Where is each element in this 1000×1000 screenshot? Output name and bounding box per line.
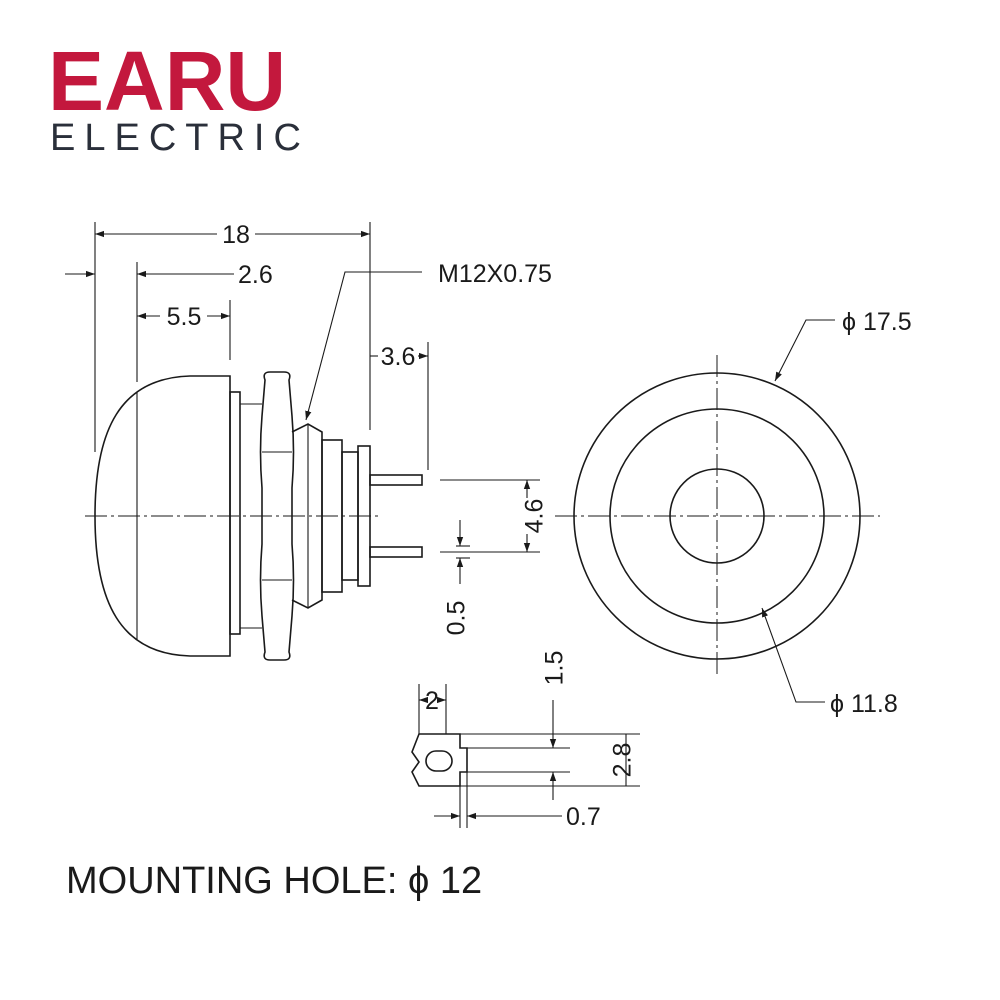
dim-inner-diameter: ϕ 11.8 [830, 690, 898, 718]
terminal-pin-lower [369, 546, 423, 558]
brand-tagline: ELECTRIC [50, 117, 310, 159]
brand-name: EARU [48, 34, 286, 128]
side-view [85, 371, 423, 661]
terminal-hole [425, 750, 453, 772]
brand-logo: EARU ELECTRIC [48, 34, 310, 159]
dim-tab-gap: 0.7 [566, 803, 601, 831]
terminal-detail [411, 684, 640, 828]
dim-hole-height: 1.5 [541, 651, 569, 686]
dim-tab-height: 2.8 [609, 743, 637, 778]
dim-terminal-spacing: 4.6 [521, 499, 549, 534]
dim-cap-offset: 2.6 [238, 261, 273, 289]
front-view [555, 355, 880, 678]
dim-tab-width: 2 [425, 687, 439, 715]
extension-lines [94, 222, 540, 553]
dim-cap-depth: 5.5 [167, 303, 202, 331]
dim-terminal-length: 3.6 [381, 343, 416, 371]
dim-overall-length: 18 [222, 221, 250, 249]
terminal-tab-outline [411, 733, 468, 787]
dim-outer-diameter: ϕ 17.5 [842, 308, 912, 336]
hex-nut [259, 371, 295, 661]
bezel-flange [229, 391, 241, 635]
mounting-hole-label: MOUNTING HOLE: ϕ 12 [66, 860, 482, 902]
terminal-pin-upper [369, 474, 423, 486]
dim-thread: M12X0.75 [438, 260, 552, 288]
dim-terminal-thickness: 0.5 [443, 601, 471, 636]
